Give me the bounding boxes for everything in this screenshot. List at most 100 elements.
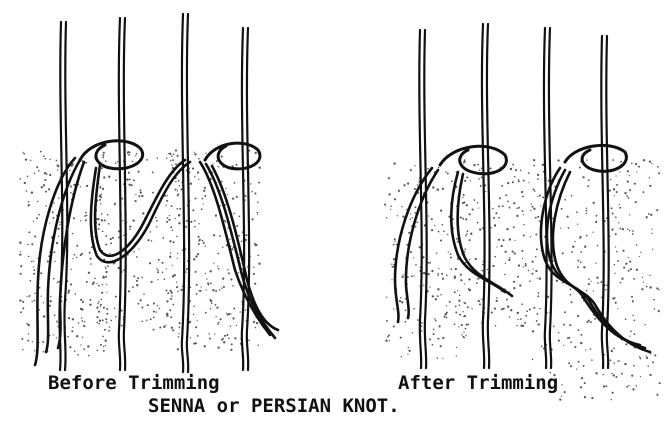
stipple-dot: [458, 326, 459, 327]
stipple-dot: [33, 273, 35, 275]
stipple-dot: [57, 169, 58, 170]
stipple-dot: [632, 230, 634, 232]
stipple-dot: [619, 171, 620, 172]
stipple-dot: [617, 260, 619, 262]
stipple-dot: [98, 301, 100, 303]
stipple-dot: [437, 275, 439, 277]
stipple-dot: [507, 201, 509, 203]
stipple-dot: [245, 195, 247, 197]
stipple-dot: [196, 293, 198, 295]
stipple-dot: [108, 223, 109, 224]
stipple-dot: [212, 163, 213, 164]
stipple-dot: [194, 176, 195, 177]
stipple-dot: [99, 199, 101, 201]
stipple-dot: [411, 217, 412, 218]
stipple-dot: [104, 219, 106, 221]
stipple-dot: [635, 201, 637, 203]
stipple-dot: [48, 188, 50, 190]
stipple-dot: [20, 265, 22, 267]
stipple-dot: [212, 289, 214, 291]
stipple-dot: [57, 322, 58, 323]
stipple-dot: [576, 368, 577, 369]
stipple-dot: [245, 234, 247, 236]
stipple-dot: [162, 272, 164, 274]
stipple-dot: [398, 190, 400, 192]
stipple-dot: [103, 276, 105, 278]
stipple-dot: [536, 320, 538, 322]
stipple-dot: [141, 307, 143, 309]
stipple-dot: [163, 326, 165, 328]
stipple-dot: [605, 385, 607, 387]
stipple-dot: [611, 373, 612, 374]
stipple-dot: [619, 204, 620, 205]
stipple-dot: [238, 235, 240, 237]
stipple-dot: [482, 270, 484, 272]
stipple-dot: [642, 277, 643, 278]
stipple-dot: [428, 262, 430, 264]
stipple-dot: [245, 309, 247, 311]
stipple-dot: [170, 226, 172, 228]
stipple-dot: [202, 198, 204, 200]
stipple-dot: [50, 296, 51, 297]
stipple-dot: [218, 322, 220, 324]
stipple-dot: [462, 197, 463, 198]
stipple-dot: [448, 251, 449, 252]
stipple-dot: [597, 245, 598, 246]
stipple-dot: [446, 305, 447, 306]
stipple-dot: [77, 354, 79, 356]
stipple-dot: [388, 193, 390, 195]
stipple-dot: [215, 304, 217, 306]
stipple-dot: [80, 220, 81, 221]
stipple-dot: [133, 179, 135, 181]
stipple-dot: [651, 233, 652, 234]
stipple-dot: [502, 205, 504, 207]
stipple-dot: [48, 255, 50, 257]
stipple-dot: [509, 238, 511, 240]
stipple-dot: [611, 207, 613, 209]
stipple-dot: [152, 171, 154, 173]
stipple-dot: [437, 288, 439, 290]
stipple-dot: [214, 333, 215, 334]
stipple-dot: [621, 373, 623, 375]
stipple-dot: [588, 179, 590, 181]
stipple-dot: [408, 350, 410, 352]
stipple-dot: [630, 330, 632, 332]
stipple-dot: [70, 269, 71, 270]
stipple-dot: [440, 345, 442, 347]
stipple-dot: [83, 348, 85, 350]
stipple-dot: [110, 320, 112, 322]
stipple-dot: [531, 203, 532, 204]
stipple-dot: [402, 215, 404, 217]
stipple-dot: [82, 337, 83, 338]
stipple-dot: [255, 152, 257, 154]
stipple-dot: [170, 160, 172, 162]
stipple-dot: [516, 207, 518, 209]
stipple-dot: [537, 216, 539, 218]
stipple-dot: [509, 207, 511, 209]
stipple-dot: [141, 195, 143, 197]
stipple-dot: [121, 198, 123, 200]
stipple-dot: [238, 272, 239, 273]
stipple-dot: [658, 310, 660, 312]
stipple-dot: [584, 246, 586, 248]
stipple-dot: [205, 312, 207, 314]
stipple-dot: [103, 346, 105, 348]
stipple-dot: [150, 231, 152, 233]
stipple-dot: [622, 228, 624, 230]
stipple-dot: [496, 300, 498, 302]
stipple-dot: [92, 283, 94, 285]
stipple-dot: [432, 186, 434, 188]
stipple-dot: [586, 290, 588, 292]
stipple-dot: [206, 289, 207, 290]
stipple-dot: [499, 197, 501, 199]
stipple-dot: [495, 212, 497, 214]
stipple-dot: [615, 175, 616, 176]
stipple-dot: [657, 166, 659, 168]
stipple-dot: [216, 160, 218, 162]
stipple-dot: [133, 275, 135, 277]
stipple-dot: [466, 176, 468, 178]
stipple-dot: [226, 313, 227, 314]
stipple-dot: [414, 165, 415, 166]
stipple-dot: [31, 191, 33, 193]
stipple-dot: [53, 251, 55, 253]
